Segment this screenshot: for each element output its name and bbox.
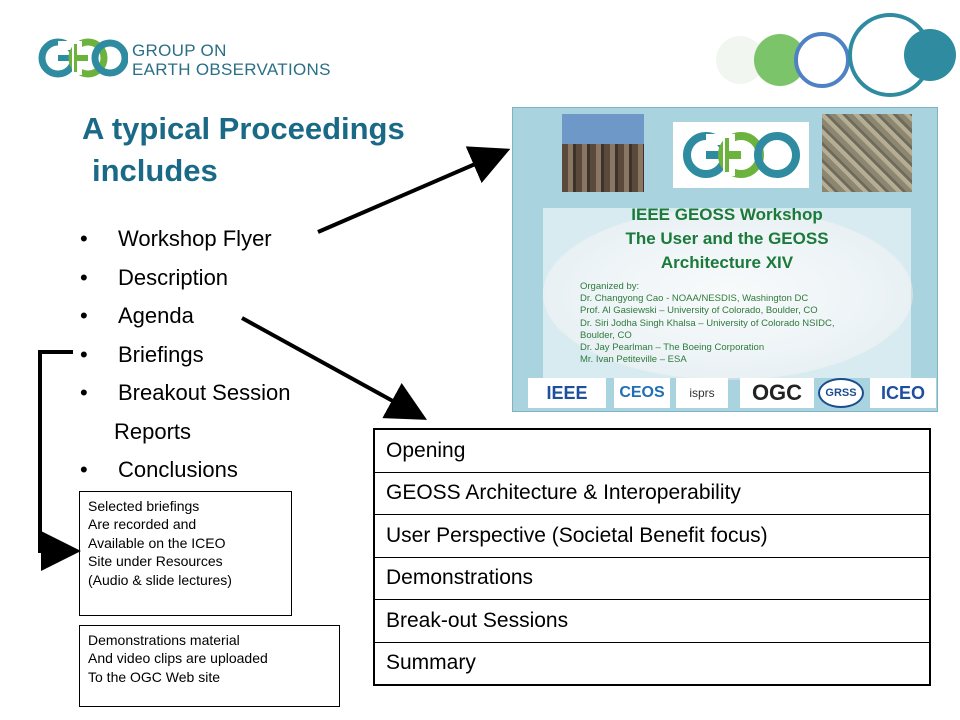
bullet-item: •Description — [80, 259, 380, 298]
bullet-item: •Agenda — [80, 297, 380, 336]
arrow-to-flyer — [317, 146, 511, 234]
org-name-line1: GROUP ON — [132, 41, 227, 60]
partner-logos: IEEE CEOS isprs OGC GRSS ICEO — [528, 378, 937, 410]
bullet-item: •Breakout Session — [80, 374, 380, 413]
org-name: GROUP ON EARTH OBSERVATIONS — [132, 41, 331, 79]
agenda-table: Opening GEOSS Architecture & Interoperab… — [373, 428, 931, 686]
slide-title: A typical Proceedings includes — [82, 108, 405, 192]
grss-logo: GRSS — [818, 378, 864, 408]
arrow-to-agenda — [241, 316, 428, 420]
bullet-dot-icon: • — [80, 226, 88, 251]
flyer-organizers: Organized by: Dr. Changyong Cao - NOAA/N… — [580, 281, 835, 366]
bullet-item: •Briefings — [80, 336, 380, 375]
flyer-text-panel — [543, 208, 911, 378]
bullet-list: •Workshop Flyer •Description •Agenda •Br… — [80, 220, 380, 490]
flyer-geo-logo — [673, 122, 809, 188]
slide-title-line2: includes — [92, 153, 218, 188]
org-name-line2: EARTH OBSERVATIONS — [132, 60, 331, 79]
agenda-cell: Demonstrations — [373, 556, 931, 600]
bullet-item-continuation: Reports — [114, 418, 192, 444]
geo-logo — [38, 38, 128, 78]
workshop-flyer-image: IEEE GEOSS Workshop The User and the GEO… — [512, 107, 938, 412]
bullet-dot-icon: • — [80, 264, 88, 290]
flyer-title: IEEE GEOSS Workshop The User and the GEO… — [625, 205, 829, 272]
slide-title-line1: A typical Proceedings — [82, 111, 405, 146]
table-row: Demonstrations — [373, 556, 931, 600]
bullet-dot-icon: • — [80, 380, 88, 405]
bullet-dot-icon: • — [80, 457, 88, 482]
table-row: Opening — [373, 428, 931, 473]
agenda-cell: Opening — [373, 428, 931, 473]
bracket-to-note — [38, 350, 81, 571]
ceos-logo: CEOS — [614, 378, 670, 408]
cathedral-sky — [562, 114, 644, 144]
decorative-circles — [716, 13, 956, 97]
ogc-logo: OGC — [740, 378, 814, 408]
bullet-item: •Conclusions — [80, 451, 380, 490]
isprs-logo: isprs — [676, 378, 728, 408]
aerial-photo — [822, 114, 912, 192]
table-row: User Perspective (Societal Benefit focus… — [373, 514, 931, 558]
bullet-dot-icon: • — [80, 303, 88, 328]
bullet-dot-icon: • — [80, 341, 88, 367]
ieee-logo: IEEE — [528, 378, 606, 408]
demonstrations-note: Demonstrations material And video clips … — [79, 625, 340, 707]
agenda-cell: GEOSS Architecture & Interoperability — [373, 471, 931, 515]
briefings-note: Selected briefings Are recorded and Avai… — [79, 491, 292, 616]
agenda-cell: User Perspective (Societal Benefit focus… — [373, 514, 931, 558]
agenda-cell: Summary — [373, 641, 931, 686]
table-row: Summary — [373, 641, 931, 686]
table-row: GEOSS Architecture & Interoperability — [373, 471, 931, 515]
bullet-item: •Workshop Flyer — [80, 220, 380, 259]
iceo-logo: ICEO — [870, 378, 936, 408]
